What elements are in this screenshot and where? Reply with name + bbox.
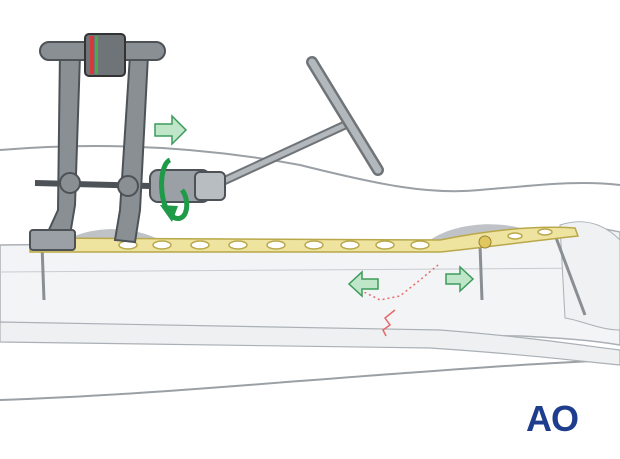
push-arrow-icon	[154, 114, 188, 146]
ao-logo: AO	[526, 398, 579, 439]
t-handle-wrench	[210, 56, 384, 190]
compression-arrow-right-icon	[445, 265, 475, 293]
bone-cortex-line	[0, 267, 601, 273]
rotation-arrowhead	[160, 205, 178, 222]
articulated-tension-device	[29, 33, 226, 251]
fibula	[0, 321, 620, 366]
soft-tissue-outline-lower	[0, 359, 620, 401]
rotation-arrow-icon	[159, 157, 190, 221]
screw-head	[478, 235, 492, 249]
knee-end	[559, 221, 620, 331]
fracture-line	[382, 309, 396, 337]
plate-holes	[118, 228, 553, 250]
compression-arrow-left-icon	[347, 270, 379, 298]
screws	[40, 234, 587, 316]
fracture-line-dotted	[359, 264, 439, 301]
